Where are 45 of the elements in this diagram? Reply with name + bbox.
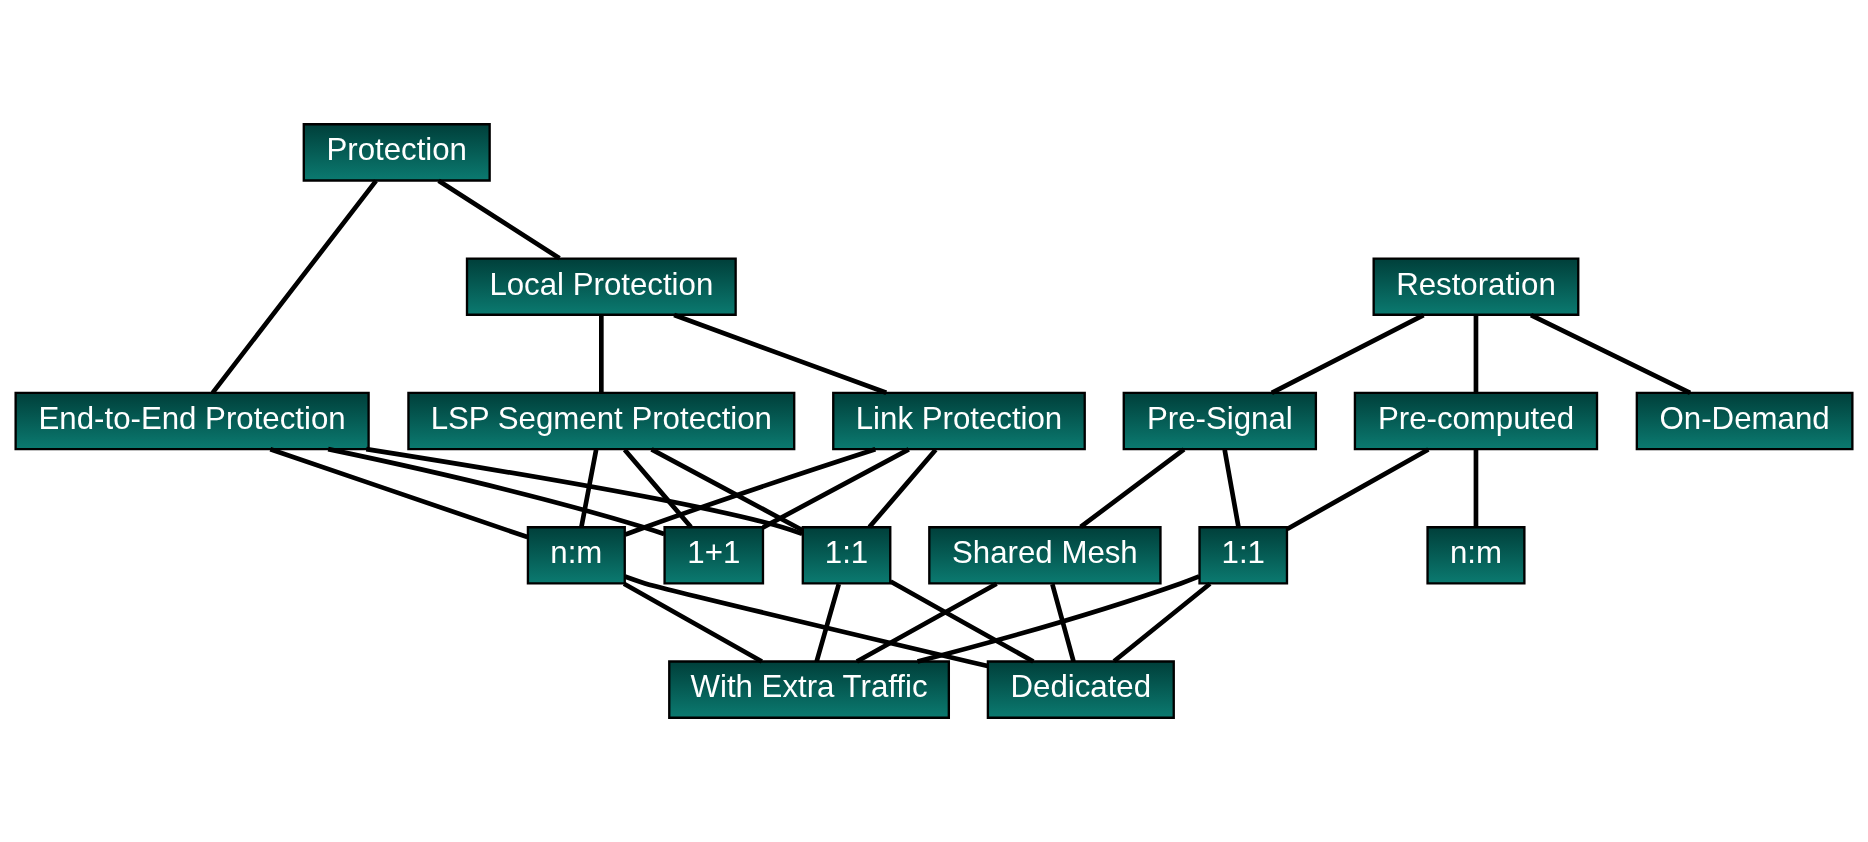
node-box: LSP Segment Protection [407, 391, 796, 451]
node-box: Dedicated [986, 660, 1175, 719]
connector [673, 312, 888, 395]
connector [269, 447, 529, 540]
connector [762, 447, 910, 530]
node-box: 1:1 [1198, 526, 1289, 585]
node-box: n:m [526, 526, 626, 585]
connector [1222, 449, 1241, 528]
connector [650, 447, 804, 533]
node-box: Pre-Signal [1122, 391, 1318, 451]
node-box: Protection [302, 123, 491, 182]
connector [1473, 449, 1479, 528]
connector [1473, 315, 1479, 393]
node-box: On-Demand [1635, 391, 1854, 451]
connector [622, 581, 763, 664]
connector [365, 446, 803, 537]
node-box: 1:1 [801, 526, 892, 585]
connector [889, 579, 1035, 664]
node-box: Restoration [1372, 257, 1580, 316]
connector [437, 178, 561, 261]
node-box: Link Protection [832, 391, 1086, 451]
connector [1529, 313, 1692, 395]
connector [867, 448, 938, 529]
node-box: Shared Mesh [928, 526, 1162, 585]
connector [624, 574, 989, 669]
connector [210, 179, 378, 395]
node-box: n:m [1426, 526, 1526, 585]
connector [1112, 581, 1212, 664]
node-box: Pre-computed [1353, 391, 1599, 451]
node-box: With Extra Traffic [668, 660, 950, 719]
connector [1270, 313, 1425, 395]
connector [855, 581, 998, 664]
node-box: End-to-End Protection [14, 391, 370, 451]
connector [579, 449, 599, 528]
connector [622, 448, 693, 529]
connector [916, 574, 1201, 664]
connector [814, 583, 842, 662]
connector [327, 446, 665, 537]
node-box: 1+1 [663, 526, 765, 585]
connector [1050, 583, 1076, 662]
connector [1079, 447, 1186, 529]
connector [1286, 447, 1430, 531]
connector [624, 447, 877, 537]
node-box: Local Protection [465, 257, 737, 316]
connector [598, 315, 604, 393]
